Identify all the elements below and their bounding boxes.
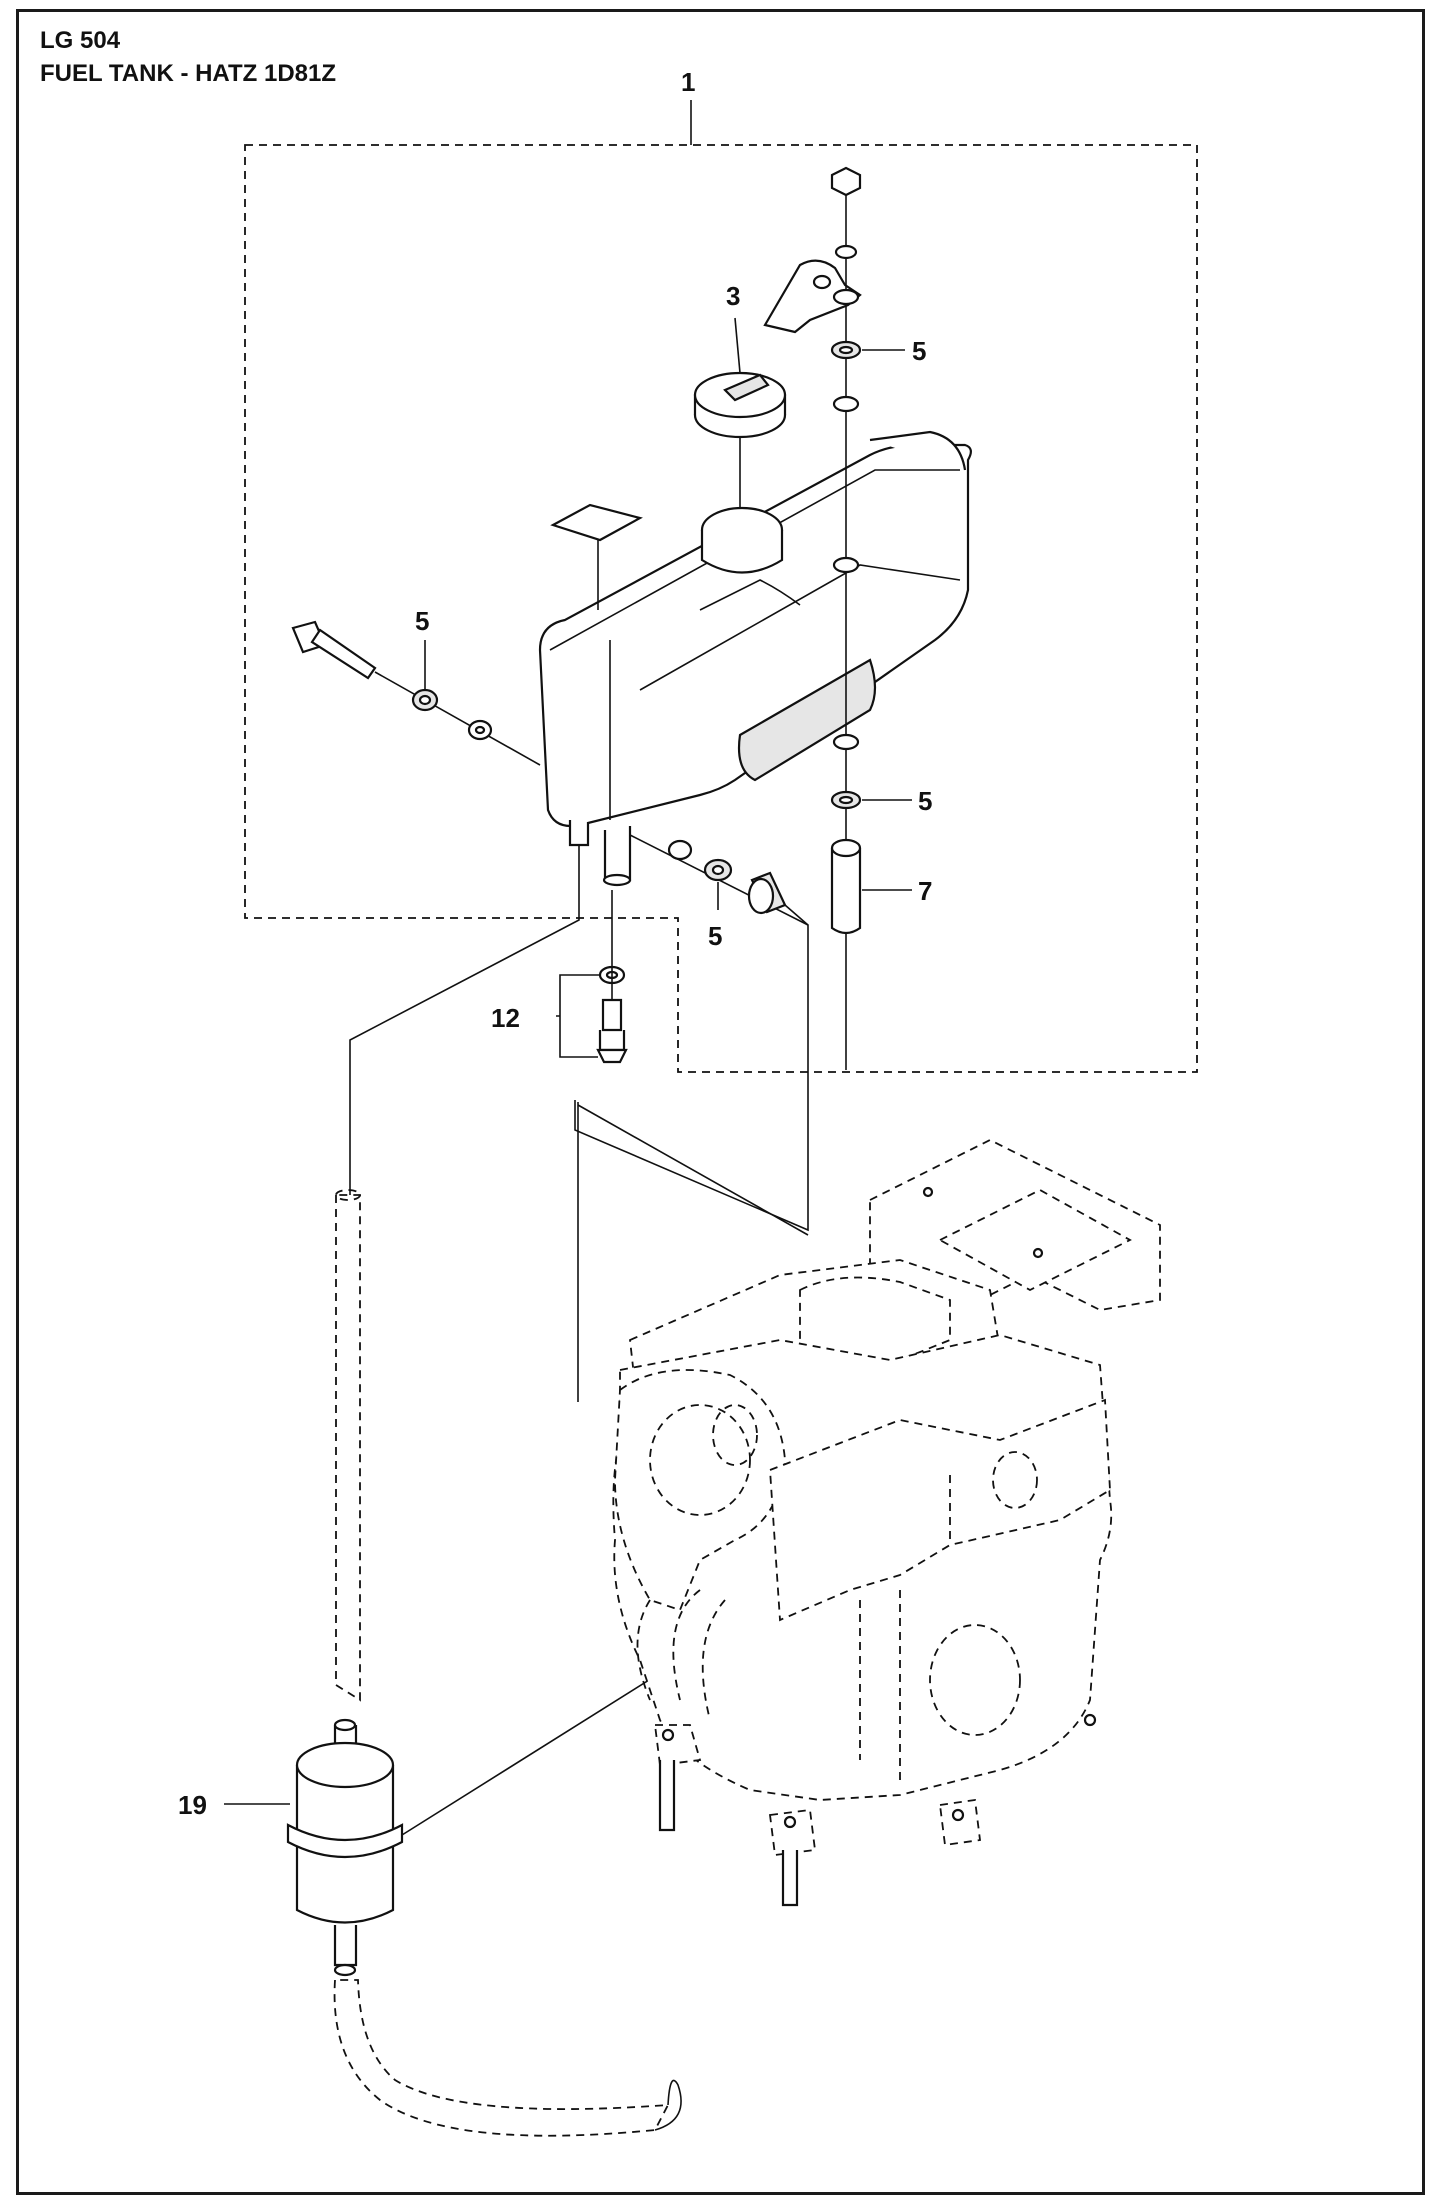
washer-lower-right[interactable]: [667, 839, 693, 861]
fuel-cap[interactable]: [693, 371, 787, 508]
engine-hatz-1d81z: [612, 1138, 1161, 1907]
callout-5-left: 5: [415, 606, 429, 636]
decal-label[interactable]: [550, 503, 643, 610]
filter-to-engine-line: [401, 1669, 666, 1836]
mounting-bracket[interactable]: [763, 259, 862, 334]
washer-top[interactable]: [834, 244, 858, 260]
callout-3: 3: [726, 281, 740, 311]
lock-washer-5d[interactable]: [703, 858, 733, 882]
rubber-bushing[interactable]: [747, 871, 787, 915]
inline-fuel-filter[interactable]: [286, 1718, 404, 1977]
spacer-sleeve[interactable]: [830, 838, 862, 935]
washer-mid[interactable]: [832, 395, 860, 413]
leader-3: [734, 317, 741, 374]
bushing-leader: [574, 904, 809, 1232]
washer-upper[interactable]: [832, 288, 860, 306]
fuel-line-leader: [349, 845, 580, 1195]
hex-nut[interactable]: [830, 166, 862, 197]
drain-screw[interactable]: [596, 998, 628, 1064]
fuel-hose-upper[interactable]: [335, 1189, 361, 1702]
lock-washer-5c[interactable]: [411, 688, 439, 712]
connector-diag: [577, 1104, 809, 1236]
fuel-tank[interactable]: [538, 430, 972, 887]
callout-19: 19: [178, 1790, 207, 1820]
callout-7: 7: [918, 876, 932, 906]
drawing-frame: [16, 9, 1425, 2195]
washer-left[interactable]: [467, 719, 493, 741]
callout-5-lower: 5: [708, 921, 722, 951]
assembly-boundary: [244, 144, 1198, 1073]
fuel-hose-lower[interactable]: [333, 1979, 682, 2137]
bolt-axis: [374, 671, 541, 766]
model-title: LG 504: [40, 27, 121, 54]
callout-5-right: 5: [918, 786, 932, 816]
washer-lower[interactable]: [832, 733, 860, 751]
lock-washer-5b[interactable]: [830, 790, 862, 810]
leader-12: [556, 974, 600, 1058]
callout-5-upper: 5: [912, 336, 926, 366]
washer-tank[interactable]: [832, 556, 860, 574]
diagram-title: FUEL TANK - HATZ 1D81Z: [40, 60, 337, 87]
lock-washer-5a[interactable]: [830, 340, 862, 360]
callout-12: 12: [491, 1003, 520, 1033]
callout-1: 1: [681, 67, 695, 97]
mounting-bolt[interactable]: [291, 620, 377, 680]
